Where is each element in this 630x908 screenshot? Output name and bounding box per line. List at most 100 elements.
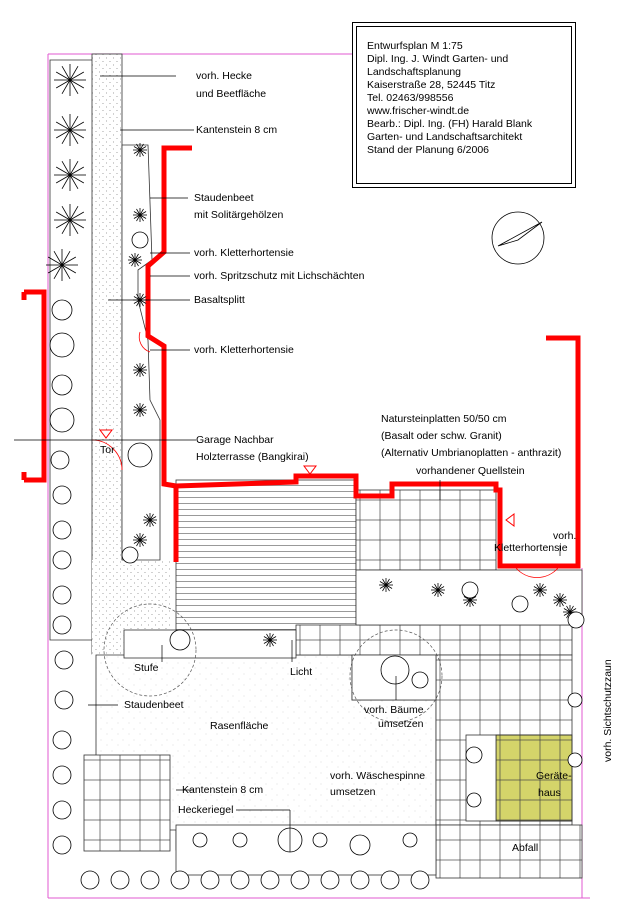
shrub-circle-symbol bbox=[140, 870, 160, 890]
shrub-circle-symbol bbox=[170, 870, 190, 890]
shrub-star-symbol bbox=[54, 64, 86, 96]
shrub-star-symbol bbox=[54, 159, 86, 191]
shrub-circle-symbol bbox=[411, 671, 429, 689]
shrub-circle-symbol bbox=[380, 870, 400, 890]
round-shrubs bbox=[49, 231, 585, 890]
label-natursteinplatten-3: (Alternativ Umbrianoplatten - anthrazit) bbox=[381, 447, 562, 459]
shrub-circle-symbol bbox=[230, 870, 250, 890]
shrub-star-symbol bbox=[133, 143, 147, 157]
shrub-circle-symbol bbox=[410, 870, 430, 890]
shrub-circle-symbol bbox=[169, 629, 191, 651]
shrub-circle-symbol bbox=[51, 299, 73, 321]
shrub-circle-symbol bbox=[349, 834, 371, 856]
label-tor: Tor bbox=[100, 444, 115, 456]
shrub-circle-symbol bbox=[121, 546, 139, 564]
label-kantenstein-bottom: Kantenstein 8 cm bbox=[182, 784, 264, 796]
label-abfall: Abfall bbox=[512, 842, 539, 854]
label-spritzschutz: vorh. Spritzschutz mit Lichschächten bbox=[194, 270, 365, 282]
label-kletterhortensie-3b: Kletterhortensie bbox=[494, 542, 568, 554]
shrub-circle-symbol bbox=[52, 615, 72, 635]
label-waeschespinne-1: vorh. Wäschespinne bbox=[330, 770, 426, 782]
shrub-circle-symbol bbox=[110, 870, 130, 890]
label-staudenbeet-bottom: Staudenbeet bbox=[124, 699, 184, 711]
shrub-circle-symbol bbox=[461, 581, 479, 599]
shrub-circle-symbol bbox=[350, 870, 370, 890]
title-block: Entwurfsplan M 1:75 Dipl. Ing. J. Windt … bbox=[352, 22, 576, 188]
shrub-star-symbol bbox=[133, 533, 147, 547]
shrub-circle-symbol bbox=[260, 870, 280, 890]
shrub-star-symbol bbox=[133, 363, 147, 377]
label-staudenbeet-top-1: Staudenbeet bbox=[194, 192, 254, 204]
shrub-star-symbol bbox=[553, 593, 567, 607]
shrub-circle-symbol bbox=[232, 832, 248, 848]
shrub-circle-symbol bbox=[52, 835, 72, 855]
title-line: Garten- und Landschaftsarchitekt bbox=[367, 131, 523, 143]
label-kletterhortensie-1: vorh. Kletterhortensie bbox=[194, 247, 294, 259]
shrub-circle-symbol bbox=[54, 650, 74, 670]
label-baeume-1: vorh. Bäume bbox=[364, 704, 424, 716]
shrub-star-symbol bbox=[431, 583, 445, 597]
shrub-circle-symbol bbox=[49, 407, 75, 433]
title-line: Tel. 02463/998556 bbox=[367, 92, 454, 104]
label-basaltsplitt: Basaltsplitt bbox=[194, 294, 245, 306]
shrub-circle-symbol bbox=[49, 332, 75, 358]
shrub-circle-symbol bbox=[52, 730, 72, 750]
title-line: Bearb.: Dipl. Ing. (FH) Harald Blank bbox=[367, 118, 533, 130]
shrub-star-symbol bbox=[46, 249, 78, 281]
shrub-star-symbol bbox=[379, 578, 393, 592]
shrub-circle-symbol bbox=[127, 442, 153, 468]
shrub-circle-symbol bbox=[511, 595, 529, 613]
shrub-star-symbol bbox=[133, 403, 147, 417]
title-line: www.frischer-windt.de bbox=[367, 105, 470, 117]
wood-terrace bbox=[175, 479, 357, 631]
shrub-circle-symbol bbox=[380, 655, 410, 685]
label-baeume-2: umsetzen bbox=[378, 718, 424, 730]
title-line: Stand der Planung 6/2006 bbox=[367, 144, 490, 156]
label-licht: Licht bbox=[290, 666, 313, 678]
label-staudenbeet-top-2: mit Solitärgehölzen bbox=[194, 209, 284, 221]
stone-tiles-lower-left bbox=[83, 754, 171, 852]
shrub-circle-symbol bbox=[54, 690, 74, 710]
shrub-circle-symbol bbox=[567, 752, 583, 768]
shrub-star-symbol bbox=[54, 114, 86, 146]
label-holzterrasse: Holzterrasse (Bangkirai) bbox=[196, 451, 309, 463]
shrub-circle-symbol bbox=[52, 550, 72, 570]
shrub-circle-symbol bbox=[52, 765, 72, 785]
shrub-circle-symbol bbox=[466, 792, 482, 808]
label-sichtschutzzaun: vorh. Sichtschutzzaun bbox=[602, 659, 614, 762]
shrub-circle-symbol bbox=[465, 746, 483, 764]
shrub-star-symbol bbox=[133, 208, 147, 222]
perennial-bed bbox=[121, 144, 161, 561]
label-waeschespinne-2: umsetzen bbox=[330, 786, 376, 798]
stone-tiles-bottom bbox=[435, 824, 583, 879]
label-kletterhortensie-2: vorh. Kletterhortensie bbox=[194, 344, 294, 356]
label-hecke-2: und Beetfläche bbox=[196, 88, 267, 100]
tree-canopies bbox=[103, 603, 443, 723]
label-rasenflaeche: Rasenfläche bbox=[210, 720, 269, 732]
shrub-star-symbol bbox=[533, 583, 547, 597]
hedge-shrubs bbox=[46, 64, 577, 647]
window-markers bbox=[99, 429, 515, 527]
shrub-star-symbol bbox=[133, 293, 147, 307]
shrub-circle-symbol bbox=[290, 870, 310, 890]
label-geraetehaus-1: Geräte- bbox=[536, 770, 572, 782]
shrub-star-symbol bbox=[263, 633, 277, 647]
house-walls bbox=[24, 145, 581, 569]
shrub-circle-symbol bbox=[52, 485, 72, 505]
label-quellstein: vorhandener Quellstein bbox=[416, 465, 525, 477]
bed-hedge-riegel bbox=[175, 824, 437, 876]
label-garage: Garage Nachbar bbox=[196, 434, 274, 446]
stone-tiles-upper bbox=[355, 489, 497, 571]
door-arcs bbox=[91, 331, 559, 578]
title-line: Entwurfsplan M 1:75 bbox=[367, 40, 463, 52]
title-line: Landschaftsplanung bbox=[367, 66, 461, 78]
shrub-circle-symbol bbox=[52, 520, 72, 540]
shrub-circle-symbol bbox=[320, 870, 340, 890]
shrub-circle-symbol bbox=[51, 374, 73, 396]
label-natursteinplatten-2: (Basalt oder schw. Granit) bbox=[381, 430, 502, 442]
label-stufe: Stufe bbox=[134, 662, 159, 674]
shrub-star-symbol bbox=[128, 253, 142, 267]
shrub-circle-symbol bbox=[567, 692, 583, 708]
shrub-circle-symbol bbox=[312, 832, 328, 848]
